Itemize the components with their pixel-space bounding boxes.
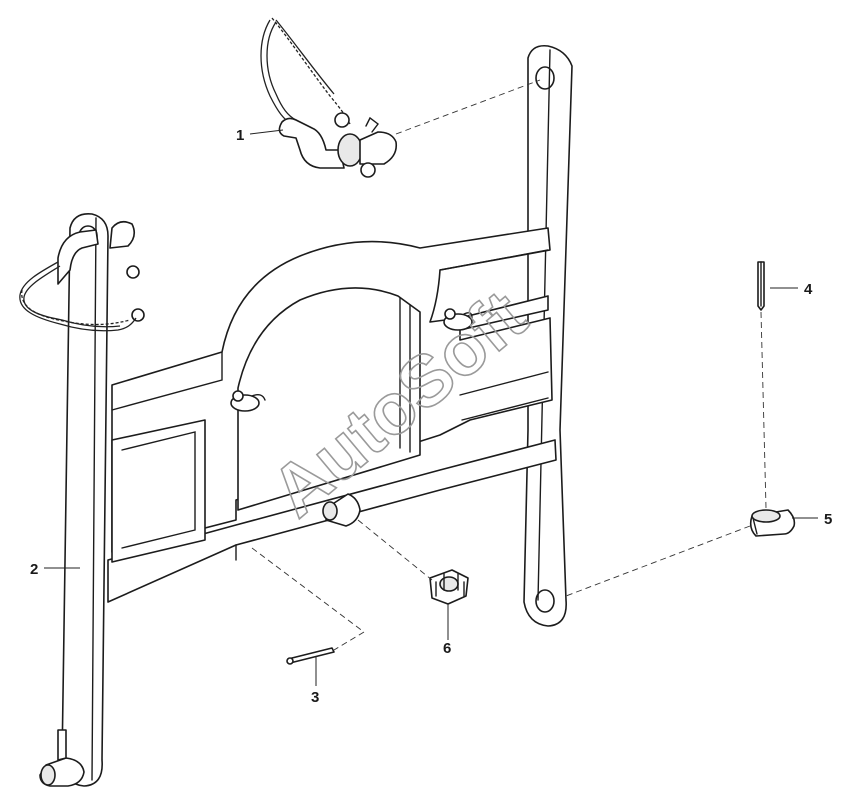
part-2-chain	[19, 261, 137, 332]
part-label-1: 1	[236, 127, 244, 144]
part-1-pin-with-chain	[260, 17, 398, 178]
leader-lines	[44, 129, 818, 686]
arch-clip-pins	[230, 308, 473, 412]
main-frame	[107, 44, 573, 627]
part-label-2: 2	[30, 561, 38, 578]
part-label-3: 3	[311, 689, 319, 706]
part-3-cotter-pin	[286, 647, 335, 665]
part-4-cotter-pin	[757, 261, 765, 311]
part-label-6: 6	[443, 640, 451, 657]
part-label-5: 5	[824, 511, 832, 528]
assembly-lines	[251, 79, 767, 651]
part-2-side-bar	[39, 212, 145, 787]
part-6-castle-nut	[429, 569, 469, 605]
center-stud	[322, 493, 361, 527]
part-label-4: 4	[804, 281, 813, 298]
part-5-bushing	[749, 509, 796, 537]
